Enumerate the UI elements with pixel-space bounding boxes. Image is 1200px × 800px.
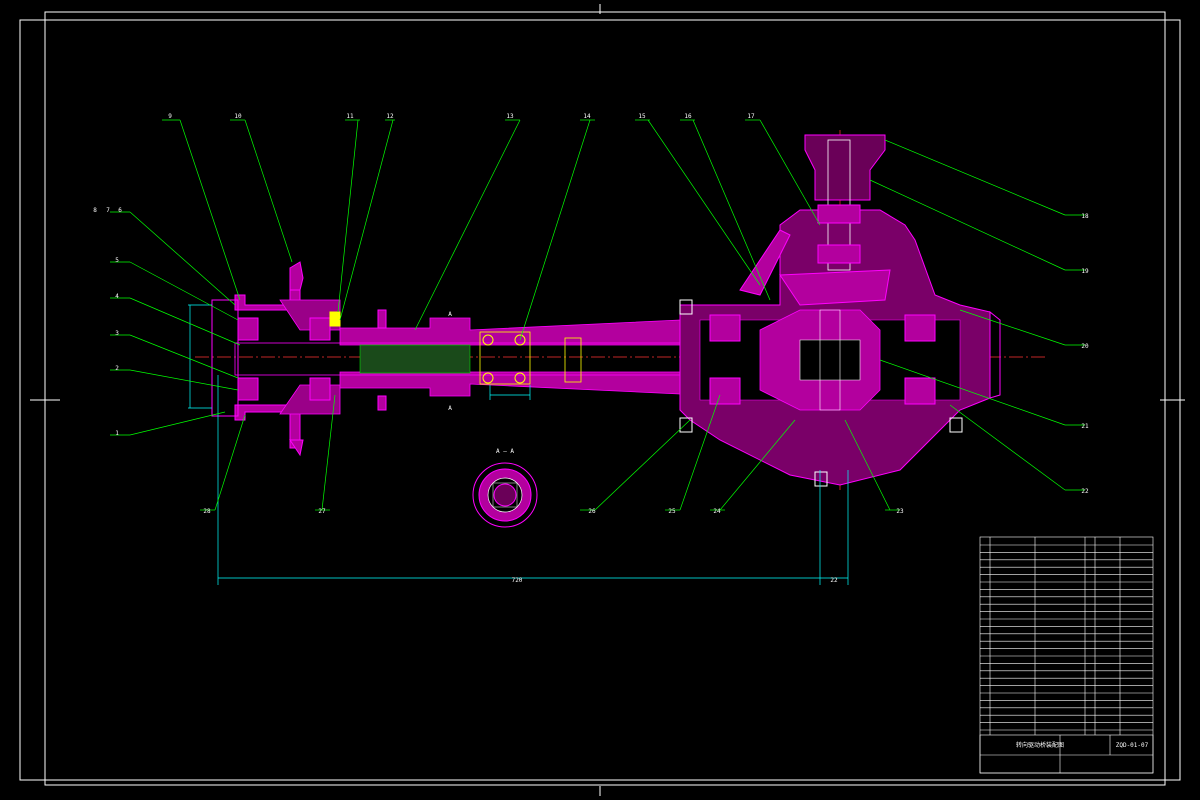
callout-17: 17 [747, 113, 755, 120]
dimension-offset: 22 [830, 577, 838, 584]
callout-28: 28 [203, 508, 211, 515]
drawing-number: ZQD-01-07 [1116, 742, 1149, 749]
callout-27: 27 [318, 508, 326, 515]
pinion-flange [739, 134, 886, 296]
dimension-overall: 720 [512, 577, 523, 584]
left-hub-assembly [211, 261, 341, 457]
axle-tube [234, 309, 686, 411]
callout-19: 19 [1081, 268, 1089, 275]
callout-4: 4 [115, 293, 119, 300]
drawing-frame [19, 4, 1185, 796]
callout-16: 16 [684, 113, 692, 120]
section-marker-top: A [448, 311, 452, 318]
callout-9: 9 [168, 113, 172, 120]
callout-24: 24 [713, 508, 721, 515]
title-block [979, 536, 1154, 774]
callout-20: 20 [1081, 343, 1089, 350]
leader-lines [110, 119, 1085, 511]
callout-7: 7 [106, 207, 110, 214]
callout-14: 14 [583, 113, 591, 120]
callout-15: 15 [638, 113, 646, 120]
drawing-title: 转向驱动桥装配图 [1016, 741, 1064, 749]
callout-1: 1 [115, 430, 119, 437]
callout-6: 6 [118, 207, 122, 214]
differential-housing [679, 209, 1001, 487]
callout-10: 10 [234, 113, 242, 120]
section-title: A — A [496, 448, 514, 455]
callout-23: 23 [896, 508, 904, 515]
callout-3: 3 [115, 330, 119, 337]
callout-18: 18 [1081, 213, 1089, 220]
section-marker-bottom: A [448, 405, 452, 412]
callout-5: 5 [115, 257, 119, 264]
callout-26: 26 [588, 508, 596, 515]
dimension-lines [188, 304, 849, 585]
callout-12: 12 [386, 113, 394, 120]
callout-2: 2 [115, 365, 119, 372]
callout-25: 25 [668, 508, 676, 515]
callout-11: 11 [346, 113, 354, 120]
callout-22: 22 [1081, 488, 1089, 495]
section-a-a-view [472, 462, 538, 528]
callout-21: 21 [1081, 423, 1089, 430]
callout-8: 8 [93, 207, 97, 214]
callout-13: 13 [506, 113, 514, 120]
